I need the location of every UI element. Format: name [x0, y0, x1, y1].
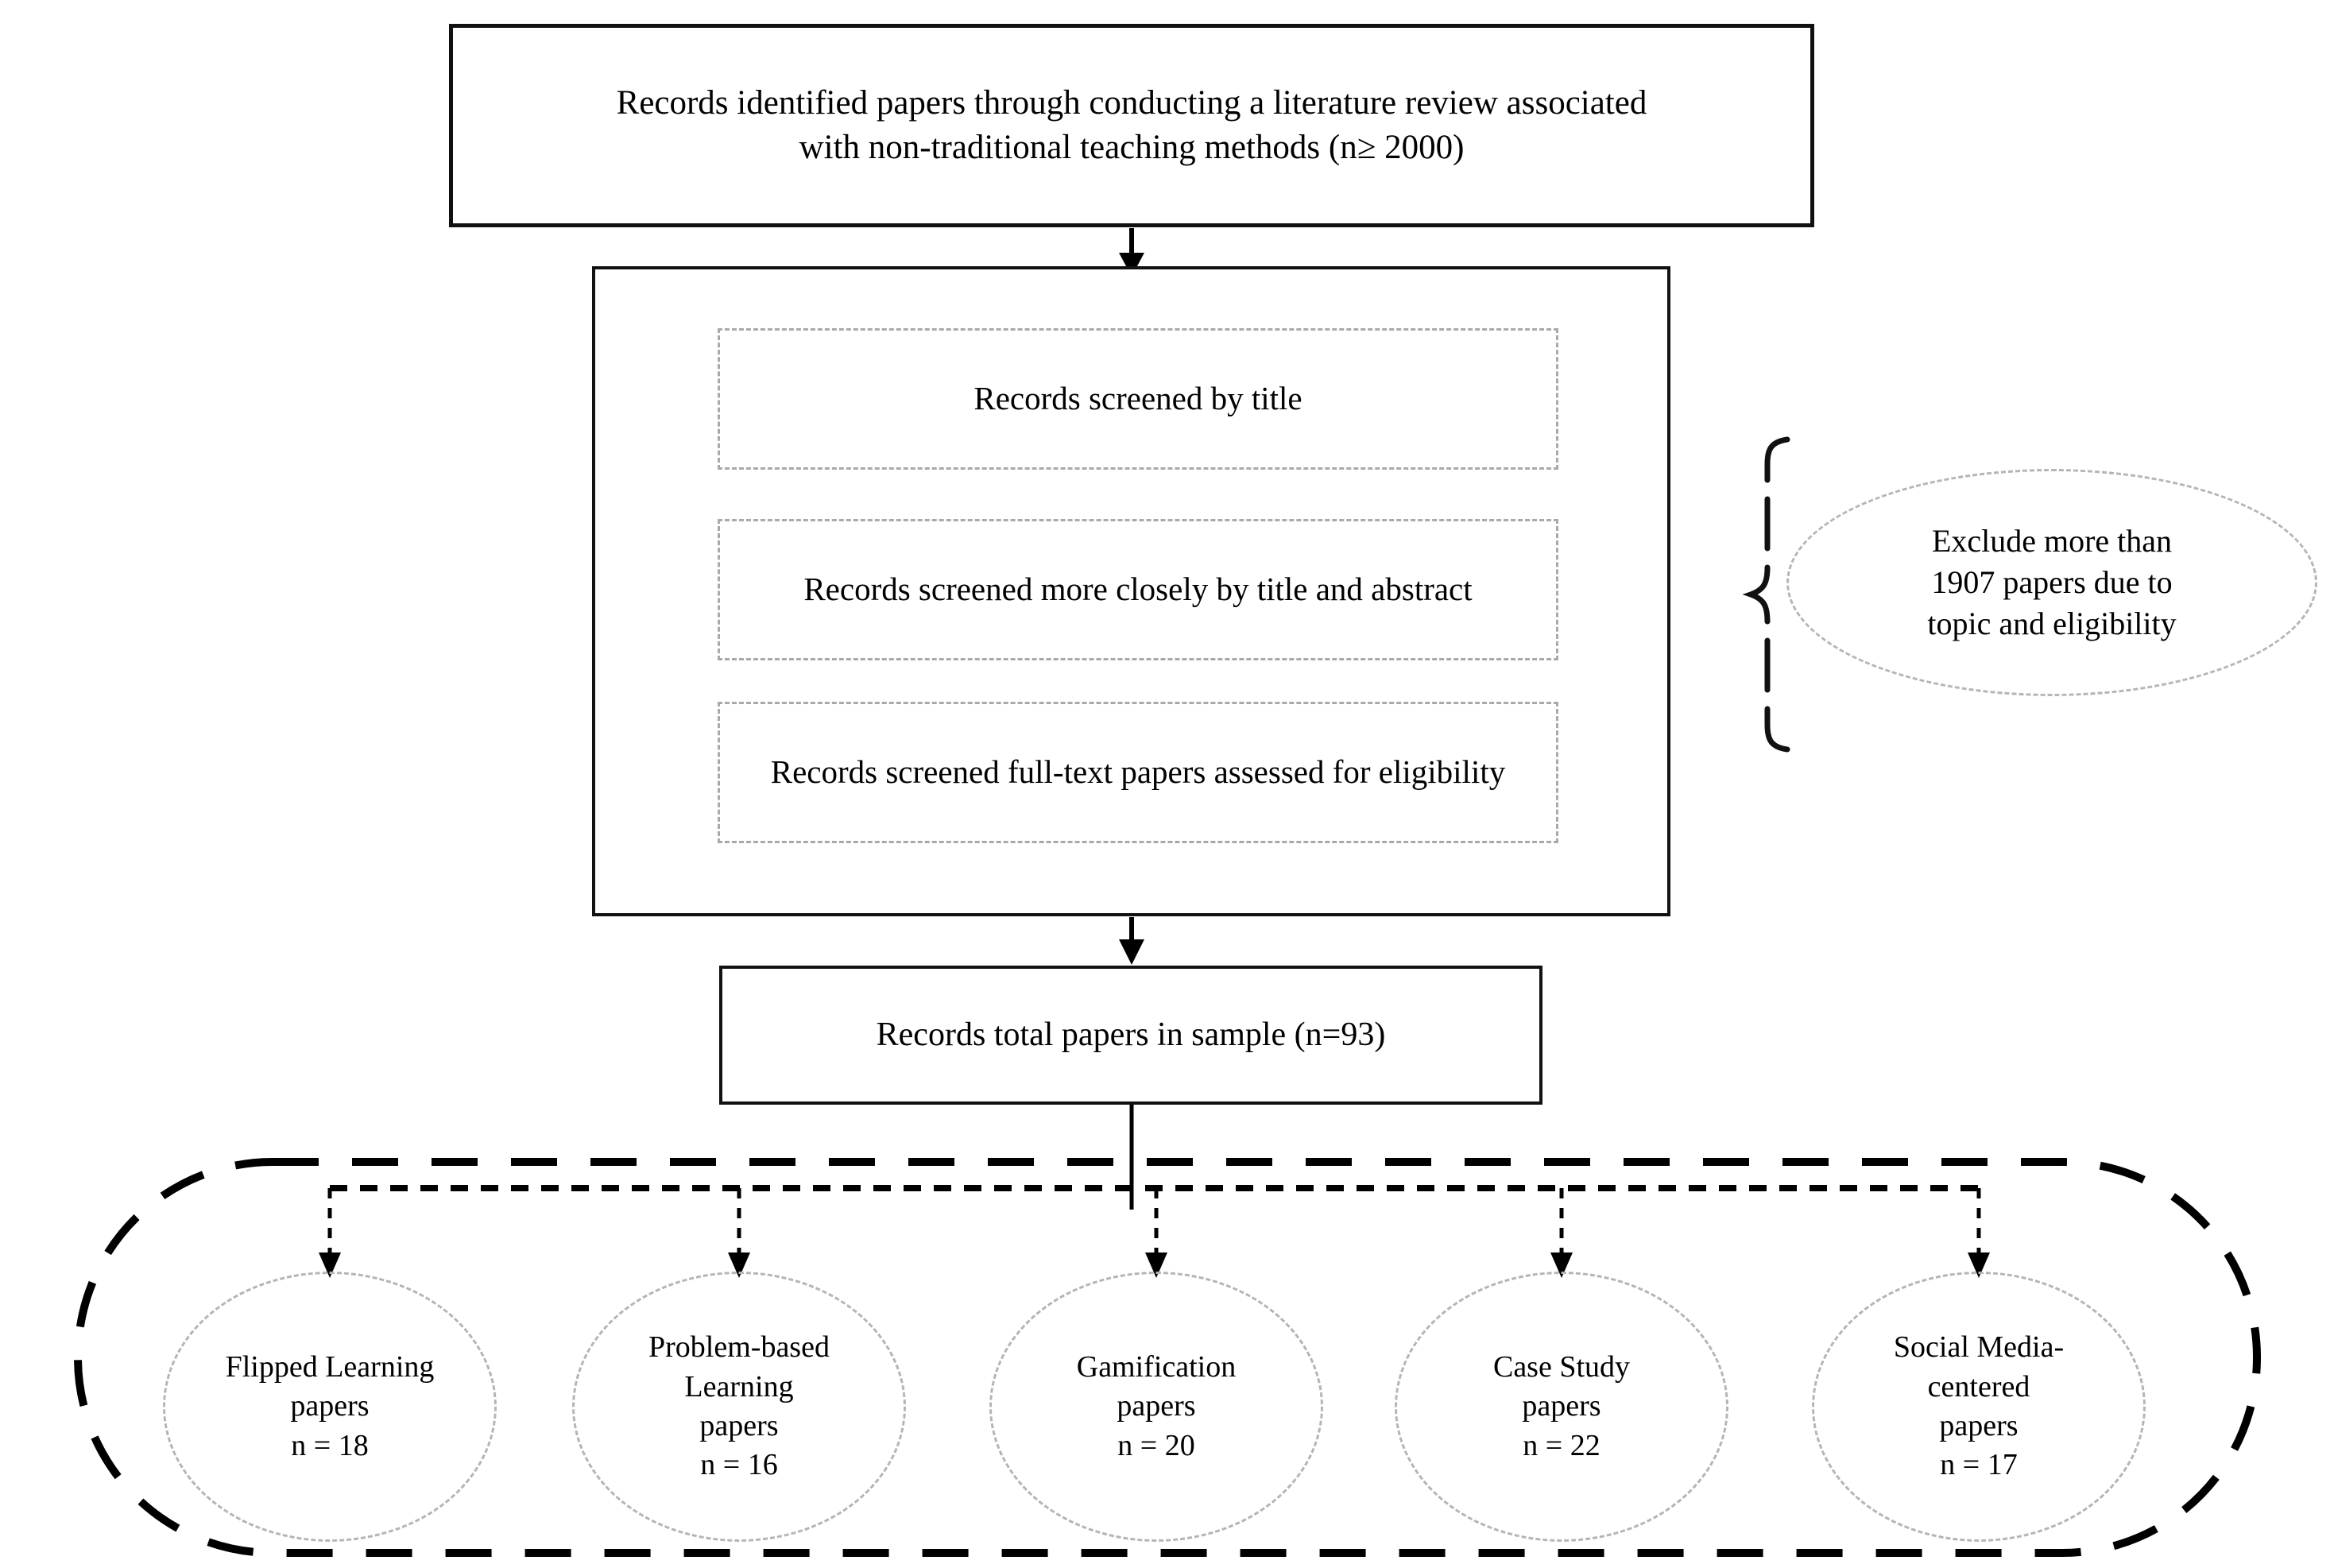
identification-label: Records identified papers through conduc…: [616, 84, 1647, 166]
category-label-flipped-learning: Flipped Learning papers n = 18: [225, 1349, 435, 1462]
included-box: Records total papers in sample (n=93): [719, 966, 1542, 1105]
exclusion-brace: [1742, 436, 1790, 753]
screening-step-fulltext: Records screened full-text papers assess…: [718, 702, 1558, 843]
screening-step-title: Records screened by title: [718, 328, 1558, 470]
category-circle-social-media-centered: Social Media- centered papers n = 17: [1812, 1272, 2146, 1542]
exclusion-label: Exclude more than 1907 papers due to top…: [1927, 523, 2177, 641]
category-circle-problem-based-learning: Problem-based Learning papers n = 16: [572, 1272, 906, 1542]
included-label: Records total papers in sample (n=93): [876, 1016, 1386, 1054]
category-label-social-media-centered: Social Media- centered papers n = 17: [1893, 1330, 2065, 1482]
exclusion-ellipse: Exclude more than 1907 papers due to top…: [1786, 469, 2317, 696]
arrow-screening-to-included: [1119, 917, 1144, 965]
distribution-bus: [319, 1185, 1990, 1278]
category-circle-flipped-learning: Flipped Learning papers n = 18: [163, 1272, 497, 1542]
screening-step-fulltext-label: Records screened full-text papers assess…: [770, 753, 1506, 791]
category-label-case-study: Case Study papers n = 22: [1492, 1349, 1631, 1462]
identification-box: Records identified papers through conduc…: [449, 24, 1814, 227]
screening-step-abstract-label: Records screened more closely by title a…: [803, 571, 1473, 608]
screening-container: [592, 266, 1670, 916]
category-label-gamification: Gamification papers n = 20: [1076, 1349, 1237, 1462]
screening-step-title-label: Records screened by title: [973, 380, 1302, 417]
category-label-problem-based-learning: Problem-based Learning papers n = 16: [648, 1330, 830, 1482]
category-circle-gamification: Gamification papers n = 20: [989, 1272, 1323, 1542]
category-circle-case-study: Case Study papers n = 22: [1395, 1272, 1728, 1542]
screening-step-abstract: Records screened more closely by title a…: [718, 519, 1558, 660]
